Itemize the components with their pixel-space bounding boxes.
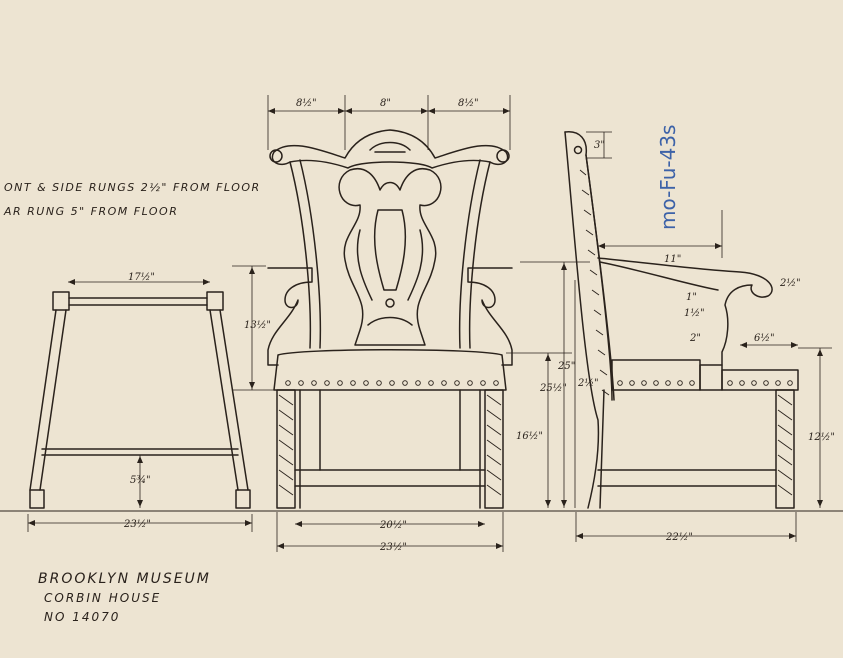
dim-seat-inner-width: 20½" xyxy=(379,520,407,531)
plan-view: 17½" 5¾" 23½" xyxy=(27,272,253,532)
nailhead xyxy=(350,380,356,386)
title-number: NO 14070 xyxy=(44,610,120,624)
dim-back-center: 8" xyxy=(380,98,391,109)
dim-arm-height: 13½" xyxy=(244,320,271,331)
nailhead xyxy=(428,380,434,386)
side-elevation: 3" 25" 25½" 2½" 11" 2½" 1" 1½" 2" 6½" 12… xyxy=(520,131,835,543)
nailhead xyxy=(402,380,408,386)
nailhead xyxy=(324,380,330,386)
nailhead xyxy=(739,380,745,386)
back-splat xyxy=(338,168,442,346)
nailhead xyxy=(285,380,291,386)
side-front-leg xyxy=(775,389,795,509)
nailhead xyxy=(787,380,793,386)
dim-crest: 3" xyxy=(594,140,605,151)
dim-seat-height-side: 25½" xyxy=(539,383,567,394)
nailhead xyxy=(665,380,671,386)
crest-rail xyxy=(271,129,509,169)
side-arm xyxy=(597,257,773,366)
dim-arm-scroll: 2½" xyxy=(779,278,801,289)
nailhead xyxy=(363,380,369,386)
side-nailheads xyxy=(617,380,793,386)
dim-rung-offset: 2½" xyxy=(577,378,599,389)
arm-right xyxy=(467,267,513,366)
plan-post-left xyxy=(52,291,70,311)
nailhead xyxy=(454,380,460,386)
nailhead xyxy=(617,380,623,386)
front-elevation: 8½" 8" 8½" 13½" 16½" 20½" 23½" xyxy=(232,95,572,553)
front-leg-right xyxy=(484,389,504,509)
nailhead xyxy=(763,380,769,386)
nailhead xyxy=(311,380,317,386)
dim-side-seat-height: 12½" xyxy=(808,432,835,443)
dim-arm-front: 6½" xyxy=(754,333,775,344)
side-seat-front xyxy=(721,369,799,391)
nailhead xyxy=(441,380,447,386)
nailhead xyxy=(480,380,486,386)
nailhead xyxy=(415,380,421,386)
nailhead xyxy=(493,380,499,386)
dim-plan-inner: 5¾" xyxy=(130,475,151,486)
arm-left xyxy=(267,267,313,366)
dim-front-width: 23½" xyxy=(379,542,407,553)
dim-side-depth: 22½" xyxy=(665,532,693,543)
nailhead xyxy=(677,380,683,386)
nailhead xyxy=(751,380,757,386)
plan-post-right xyxy=(206,291,224,311)
note-rung-rear: AR RUNG 5" FROM FLOOR xyxy=(3,205,178,218)
nailhead xyxy=(298,380,304,386)
nailhead xyxy=(641,380,647,386)
note-rungs-front-side: ONT & SIDE RUNGS 2½" FROM FLOOR xyxy=(4,181,261,194)
dim-arm-post: 2" xyxy=(689,333,701,344)
dim-arm-detail-b: 1½" xyxy=(684,308,705,319)
dim-plan-depth: 17½" xyxy=(128,272,155,283)
title-museum: BROOKLYN MUSEUM xyxy=(38,571,211,587)
dim-back-right: 8½" xyxy=(458,98,479,109)
dim-arm-detail-a: 1" xyxy=(686,292,697,303)
nailhead xyxy=(467,380,473,386)
catalog-mark: mo-Fu-43s xyxy=(656,125,680,230)
dim-arm-length: 11" xyxy=(664,254,681,265)
seat-nailheads xyxy=(285,380,499,386)
seat xyxy=(273,349,507,391)
nailhead xyxy=(629,380,635,386)
nailhead xyxy=(337,380,343,386)
nailhead xyxy=(689,380,695,386)
dim-seat-height-front: 16½" xyxy=(516,431,543,442)
nailhead xyxy=(653,380,659,386)
nailhead xyxy=(376,380,382,386)
nailhead xyxy=(389,380,395,386)
dim-back-left: 8½" xyxy=(296,98,317,109)
title-house: CORBIN HOUSE xyxy=(44,591,161,605)
dim-plan-width: 23½" xyxy=(123,519,151,530)
front-leg-left xyxy=(276,389,296,509)
dim-back-height: 25" xyxy=(557,361,575,372)
nailhead xyxy=(775,380,781,386)
nailhead xyxy=(727,380,733,386)
